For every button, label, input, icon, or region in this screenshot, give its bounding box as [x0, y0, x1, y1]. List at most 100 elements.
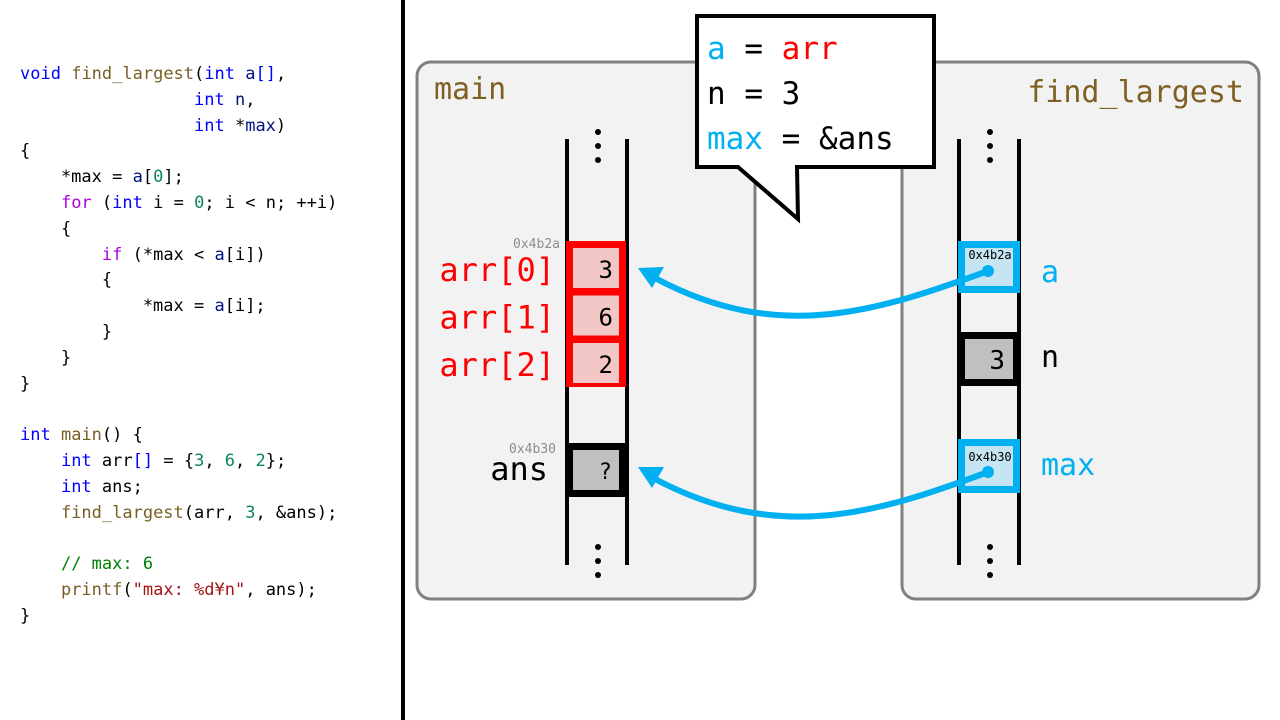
code-line: int ans; [20, 475, 337, 501]
callout-line: n = 3 [707, 76, 800, 112]
code-token: if [101, 244, 123, 265]
code-token: int [60, 476, 92, 497]
code-token: n [234, 89, 246, 110]
pointer-max-origin-dot [982, 466, 994, 478]
code-token: a [245, 64, 256, 84]
code-line: int arr[] = {3, 6, 2}; [20, 449, 337, 475]
code-listing: void find_largest(int a[], int n, int *m… [20, 62, 337, 630]
code-line: *max = a[i]; [20, 294, 337, 320]
code-line: { [20, 217, 337, 243]
code-line: { [20, 268, 337, 294]
code-token: , [235, 450, 256, 471]
array-cell-value: 3 [599, 256, 613, 284]
code-token: , ans); [245, 579, 317, 600]
find-largest-frame-title: find_largest [1027, 75, 1244, 110]
code-token: ) [275, 115, 287, 136]
find-largest-frame [900, 60, 1261, 601]
main-stack-bottom-ellipsis [595, 544, 601, 578]
code-token: } [20, 373, 31, 394]
code-token: a [214, 296, 225, 317]
code-token: 3 [194, 450, 205, 471]
code-token: max [245, 115, 276, 136]
code-token: * [224, 115, 246, 136]
array-cell-label: arr[2] [439, 346, 555, 384]
code-line: find_largest(arr, 3, &ans); [20, 501, 337, 527]
code-token: int [194, 115, 225, 136]
callout-line: max = &ans [707, 121, 894, 157]
callout-token: a [707, 31, 726, 67]
code-token: { [20, 270, 113, 291]
param-n-label: n [1041, 340, 1059, 375]
code-token: (arr, [183, 502, 246, 523]
code-token: 3 [245, 502, 256, 523]
code-token: 0 [194, 192, 205, 213]
array-cell [573, 343, 619, 383]
code-token: "max: %d¥n" [132, 579, 246, 600]
code-token: int [60, 450, 92, 471]
code-token: , [245, 89, 256, 110]
code-token: } [20, 347, 72, 368]
code-token: { [20, 218, 72, 239]
callout-token: arr [782, 31, 838, 67]
array-cell-label: arr[1] [439, 299, 555, 337]
code-token: (*max < [122, 244, 215, 265]
array-cell [573, 248, 619, 288]
param-max-label: max [1041, 448, 1095, 483]
code-token: }; [265, 450, 287, 471]
code-token: ( [122, 579, 133, 600]
code-line: } [20, 320, 337, 346]
code-token: find_largest [71, 64, 195, 84]
code-token: i = [142, 192, 195, 213]
code-token: 6 [224, 450, 236, 471]
param-a-value: 0x4b2a [968, 248, 1011, 262]
callout-token: max [707, 121, 763, 157]
callout-line: a = arr [707, 31, 838, 67]
ans-label: ans [490, 450, 548, 488]
code-token: *max = [20, 296, 215, 317]
callout-token: = [726, 31, 782, 67]
code-token: } [20, 321, 113, 342]
code-token: // max: 6 [60, 554, 154, 575]
code-token: find_largest [60, 502, 184, 523]
array-cell-value: 2 [599, 351, 613, 379]
code-token: [i]; [224, 296, 266, 317]
code-token: printf [60, 579, 123, 600]
code-token: [] [132, 450, 154, 471]
callout-token: = [726, 76, 782, 112]
code-token: ( [91, 192, 113, 213]
param-a-label: a [1041, 255, 1059, 290]
array-cell [573, 295, 619, 336]
ans-cell-fill [573, 450, 619, 490]
code-token: , &ans); [255, 502, 338, 523]
code-line: } [20, 346, 337, 372]
code-token: { [20, 141, 31, 162]
pointer-arrow-a-to-arr [652, 268, 991, 319]
code-line: } [20, 604, 337, 630]
callout-token: = [763, 121, 819, 157]
code-line: printf("max: %d¥n", ans); [20, 578, 337, 604]
main-stack-top-ellipsis [595, 129, 601, 163]
callout-token: &ans [819, 121, 894, 157]
array-cell-label: arr[0] [439, 251, 555, 289]
code-token: 0 [153, 167, 164, 188]
code-token: [i]) [224, 244, 266, 265]
code-token: } [20, 605, 31, 626]
code-line: } [20, 372, 337, 398]
code-line: if (*max < a[i]) [20, 243, 337, 269]
code-line: void find_largest(int a[], [20, 62, 337, 88]
code-token: ans; [91, 476, 143, 497]
code-token: arr [91, 450, 133, 471]
code-line: int main() { [20, 423, 337, 449]
callout-bubble [695, 14, 936, 224]
fl-stack-bottom-ellipsis [987, 544, 993, 578]
code-token: 2 [255, 450, 266, 471]
callout-token: 3 [782, 76, 801, 112]
code-line: { [20, 139, 337, 165]
code-token: int [20, 425, 51, 446]
code-token: a [214, 244, 225, 265]
ans-value: ? [599, 460, 612, 485]
param-n-cell-fill [965, 339, 1013, 379]
pointer-a-arrowhead-icon [638, 267, 664, 288]
code-line: *max = a[0]; [20, 165, 337, 191]
